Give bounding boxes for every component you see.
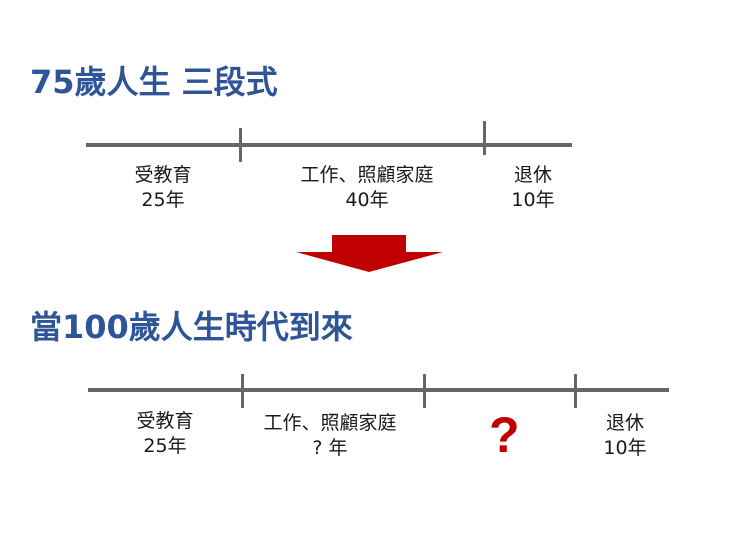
unknown-stage-question-mark: ?	[489, 407, 520, 463]
timeline-1-segment-education: 受教育 25年	[134, 163, 191, 213]
timeline-1-tick-1	[239, 128, 242, 162]
timeline-1-segment-work: 工作、照顧家庭 40年	[300, 163, 433, 213]
timeline-2-axis	[88, 388, 669, 392]
segment-label: 受教育	[136, 410, 194, 432]
timeline-1-axis	[86, 143, 572, 147]
segment-label: 工作、照顧家庭	[300, 164, 434, 186]
section1-title: 75歲人生 三段式	[30, 63, 278, 101]
timeline-2-segment-retirement: 退休 10年	[603, 411, 646, 461]
segment-label: 退休	[605, 412, 644, 434]
segment-duration: 40年	[345, 189, 389, 211]
timeline-2-tick-3	[574, 374, 577, 408]
timeline-2-segment-education: 受教育 25年	[136, 409, 193, 459]
segment-duration: 10年	[603, 437, 647, 459]
segment-label: 退休	[513, 164, 552, 186]
segment-duration: 25年	[143, 435, 187, 457]
segment-duration: 10年	[511, 189, 555, 211]
segment-label: 工作、照顧家庭	[263, 412, 397, 434]
timeline-2-tick-1	[241, 374, 244, 408]
timeline-2-tick-2	[423, 374, 426, 408]
segment-label: 受教育	[134, 164, 192, 186]
timeline-1-tick-2	[483, 121, 486, 155]
segment-duration: ? 年	[312, 437, 348, 459]
section2-title: 當100歲人生時代到來	[30, 308, 353, 346]
timeline-1-segment-retirement: 退休 10年	[511, 163, 554, 213]
segment-duration: 25年	[141, 189, 185, 211]
timeline-2-segment-work: 工作、照顧家庭 ? 年	[263, 411, 396, 461]
